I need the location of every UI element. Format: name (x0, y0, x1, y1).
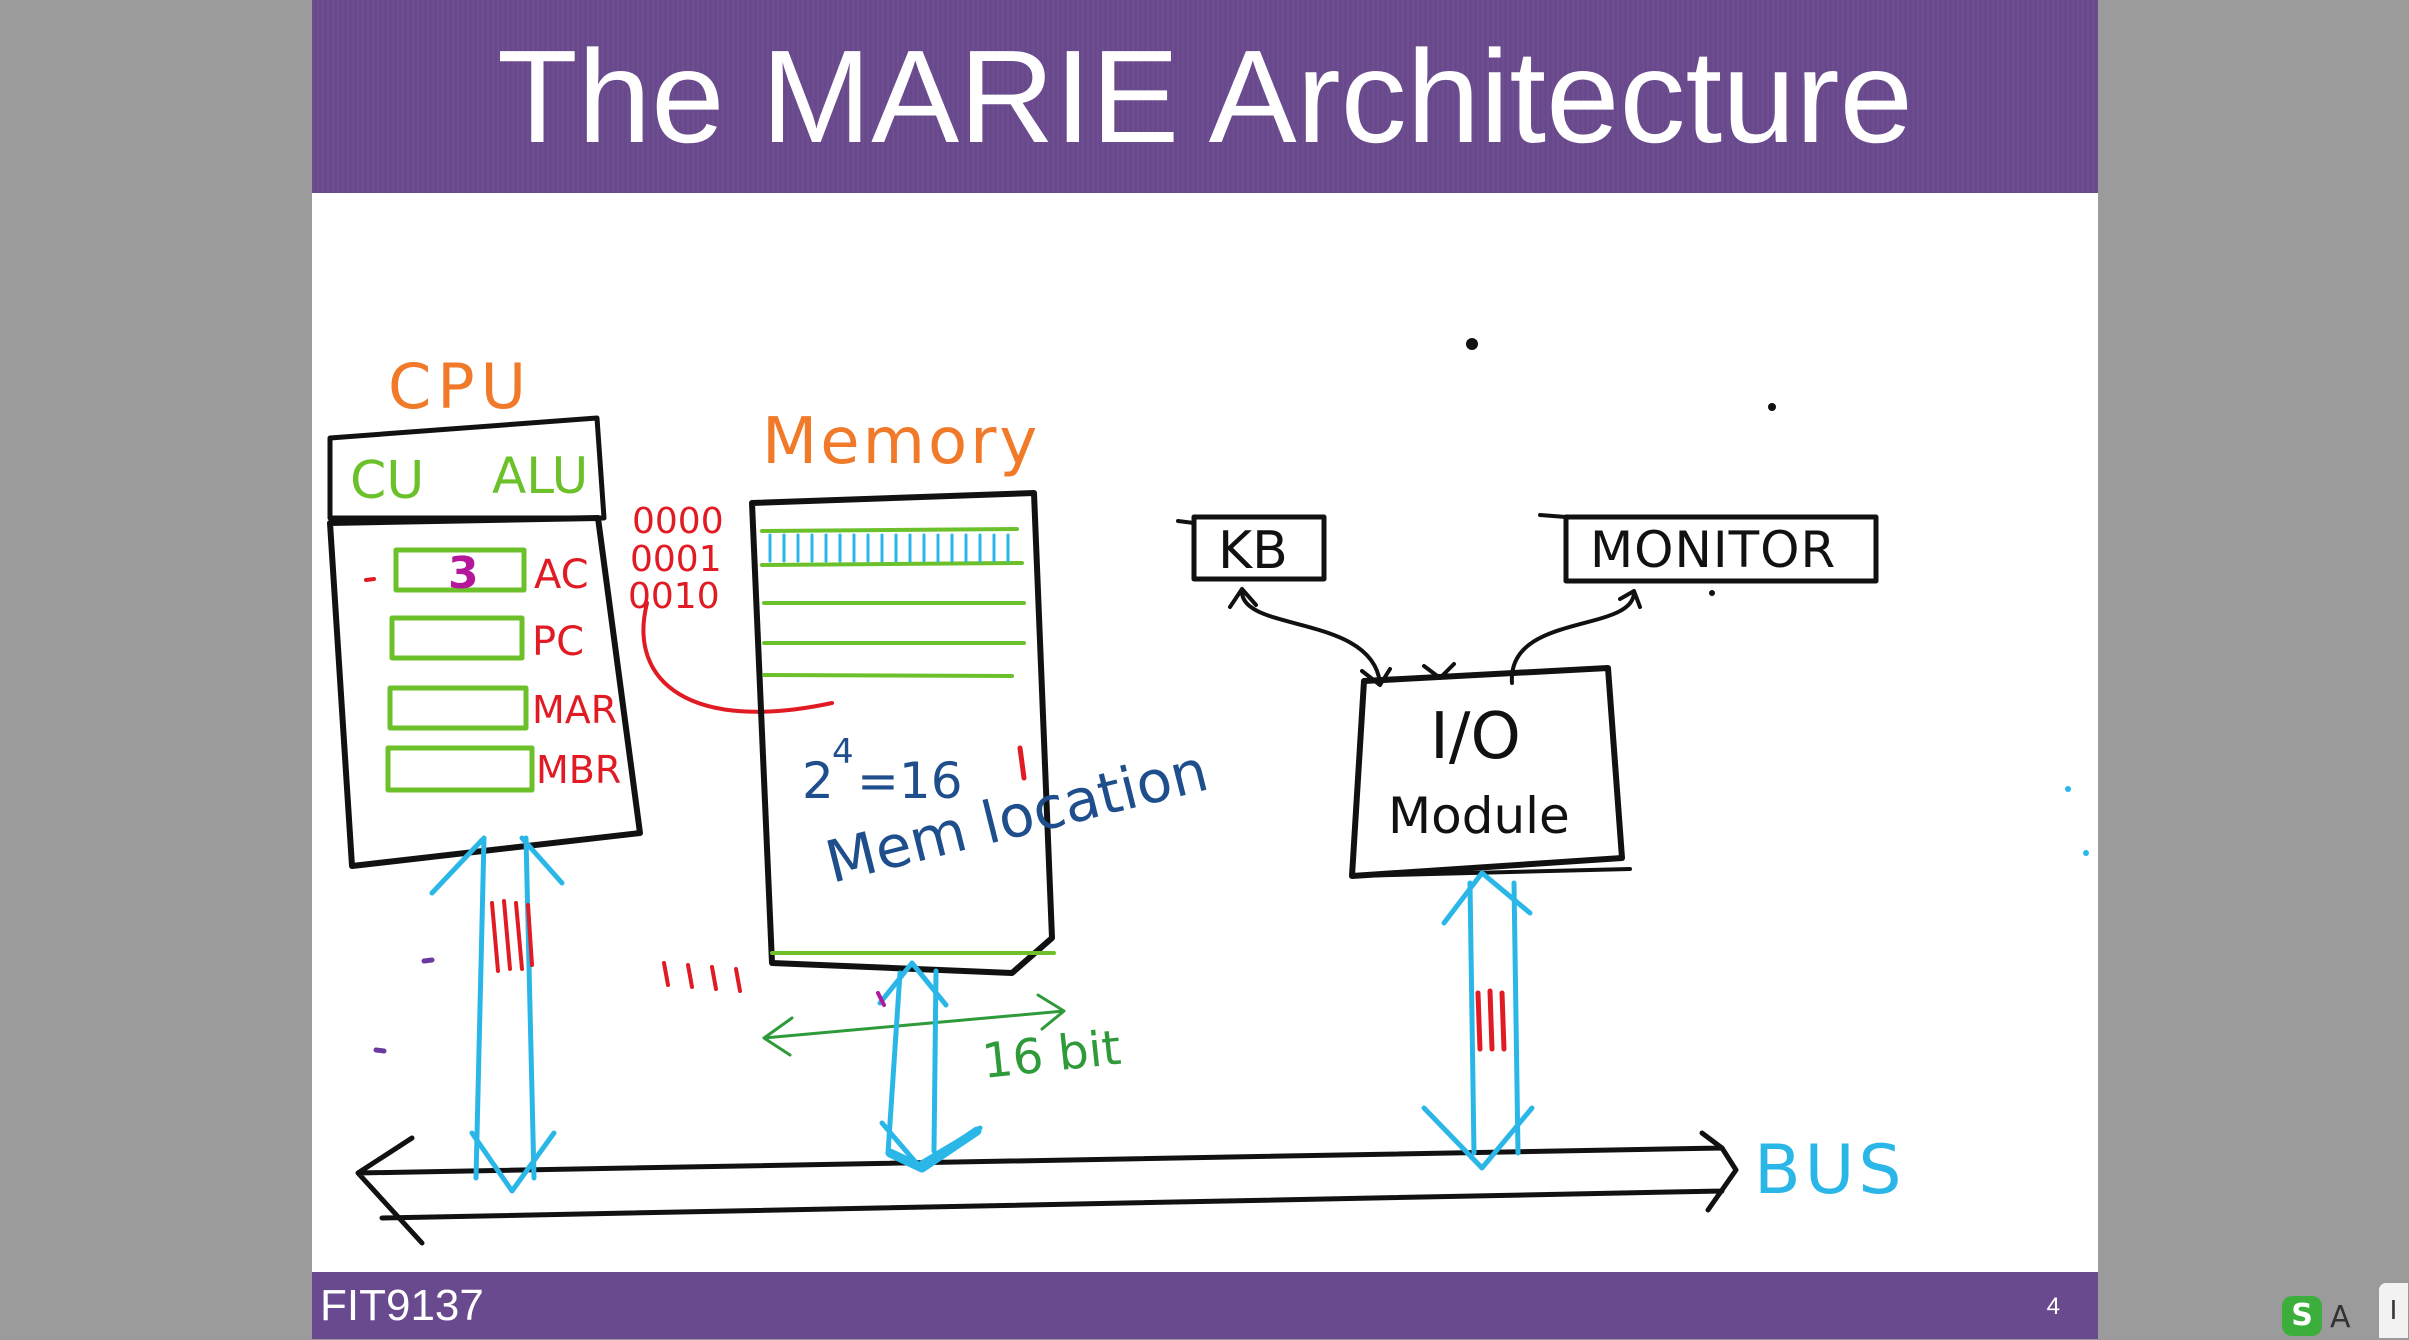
course-code: FIT9137 (320, 1281, 484, 1330)
memory-box (749, 490, 1055, 976)
memory-row-1 (760, 527, 1019, 533)
app-logo-icon[interactable]: S (2282, 1296, 2322, 1336)
word-size-arrow (762, 993, 1066, 1057)
memory-label: Memory (762, 405, 1040, 479)
io-module-box (1349, 665, 1625, 879)
stray-dot-5 (2083, 850, 2089, 856)
cpu-top-box (327, 415, 607, 521)
monitor-to-io-line (1509, 589, 1642, 685)
register-mbr-box (385, 745, 535, 793)
system-bus-arrow (355, 1130, 1739, 1246)
monitor-label: MONITOR (1590, 521, 1836, 579)
memory-row-5 (762, 673, 1014, 678)
register-mar-box (387, 685, 529, 731)
stray-dot-3 (1709, 590, 1715, 596)
page-number: 4 (2046, 1293, 2060, 1320)
cu-label: CU (350, 451, 424, 511)
memory-formula-base: 2 (802, 752, 834, 810)
keyboard-label: KB (1218, 521, 1288, 581)
address-0001: 0001 (630, 539, 722, 580)
io-top-chevron (1422, 662, 1456, 680)
cpu-label: CPU (388, 350, 532, 423)
register-ac-value: 3 (448, 548, 479, 599)
monitor-box-tick (1538, 513, 1568, 519)
io-module-underline (1350, 867, 1632, 878)
address-pointer-curve (641, 601, 834, 714)
stray-mark-1 (421, 957, 435, 964)
memory-bit-ticks (768, 533, 1010, 563)
data-bus-ticks (662, 961, 742, 993)
slide: The MARIE Architecture CPU CU ALU 3 AC P… (312, 0, 2098, 1339)
stray-dot-1 (1466, 338, 1478, 350)
ac-dash (364, 577, 376, 582)
keyboard-box-tick (1176, 519, 1196, 525)
cpu-register-box (327, 515, 643, 869)
stray-dot-2 (1768, 403, 1776, 411)
memory-bus-magenta-mark (876, 991, 886, 1007)
memory-red-mark (1017, 745, 1027, 781)
toolbar-mode-text[interactable]: A (2330, 1300, 2351, 1335)
memory-bus-double-arrow (877, 960, 983, 1168)
io-label-bottom: Module (1388, 787, 1570, 845)
handwritten-diagram: CPU CU ALU 3 AC PC MAR MBR 0000 0001 001… (327, 338, 2089, 1246)
io-label-top: I/O (1430, 700, 1521, 774)
keyboard-box (1191, 514, 1327, 582)
register-ac-label: AC (534, 552, 589, 598)
stray-mark-2 (373, 1047, 387, 1054)
address-0010: 0010 (628, 576, 720, 617)
memory-formula-exponent: 4 (832, 732, 854, 772)
io-bus-red-ticks (1475, 988, 1507, 1052)
register-mbr-label: MBR (536, 748, 621, 792)
toolbar-tab[interactable]: I (2378, 1282, 2409, 1339)
stray-dot-4 (2065, 786, 2071, 792)
alu-label: ALU (492, 447, 588, 505)
register-pc-box (389, 615, 525, 661)
memory-formula-result: =16 (857, 752, 963, 810)
title-bar: The MARIE Architecture (312, 0, 2098, 193)
cpu-bus-double-arrow (429, 835, 565, 1194)
keyboard-to-io-line (1228, 587, 1392, 687)
word-size-label: 16 bit (979, 1020, 1123, 1090)
io-bus-double-arrow (1421, 870, 1535, 1171)
bus-label: BUS (1754, 1131, 1906, 1210)
monitor-box (1563, 514, 1879, 584)
register-pc-label: PC (532, 619, 584, 665)
cpu-bus-red-ticks (490, 899, 534, 973)
address-0000: 0000 (632, 501, 724, 542)
memory-bus-base (885, 1126, 982, 1173)
memory-row-2 (760, 561, 1024, 567)
footer-bar: FIT9137 4 (312, 1272, 2098, 1339)
register-ac-box (393, 547, 527, 593)
slide-title: The MARIE Architecture (497, 23, 1913, 170)
register-mar-label: MAR (532, 688, 617, 732)
